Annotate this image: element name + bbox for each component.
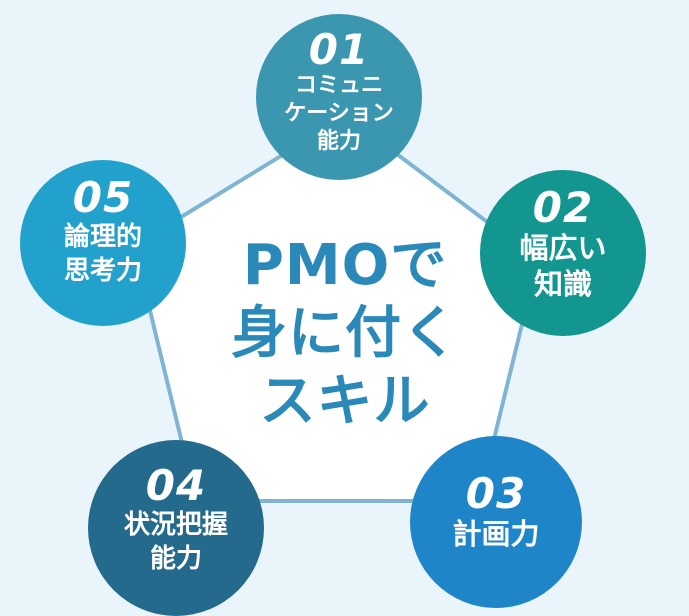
center-title: PMOで 身に付く スキル	[180, 232, 510, 436]
skill-number: 05	[72, 173, 134, 222]
skill-label-line: 能力	[316, 129, 361, 154]
skill-node-04: 04 状況把握 能力	[88, 440, 264, 616]
center-title-line: PMOで	[242, 233, 448, 298]
skill-number: 03	[465, 469, 527, 518]
skill-node-02: 02 幅広い 知識	[480, 170, 646, 336]
skill-label-line: 状況把握	[123, 510, 228, 540]
skill-label-line: コミュニ	[294, 73, 383, 98]
center-title-line: 身に付く	[231, 301, 459, 366]
skill-label-line: 能力	[149, 544, 202, 574]
skill-node-01: 01 コミュニ ケーション 能力	[256, 14, 422, 180]
skill-label-line: 論理的	[63, 222, 142, 252]
skill-label-line: 幅広い	[519, 231, 607, 265]
skill-node-03: 03 計画力	[410, 436, 582, 608]
skill-label-line: ケーション	[284, 101, 394, 126]
skill-node-05: 05 論理的 思考力	[20, 160, 186, 326]
skill-number: 01	[308, 25, 370, 74]
center-title-line: スキル	[259, 369, 431, 434]
skill-number: 02	[532, 183, 594, 232]
skill-number: 04	[145, 461, 207, 510]
skill-label-line: 計画力	[452, 517, 540, 551]
skill-label-line: 知識	[533, 267, 592, 301]
skill-label-line: 思考力	[63, 256, 142, 286]
